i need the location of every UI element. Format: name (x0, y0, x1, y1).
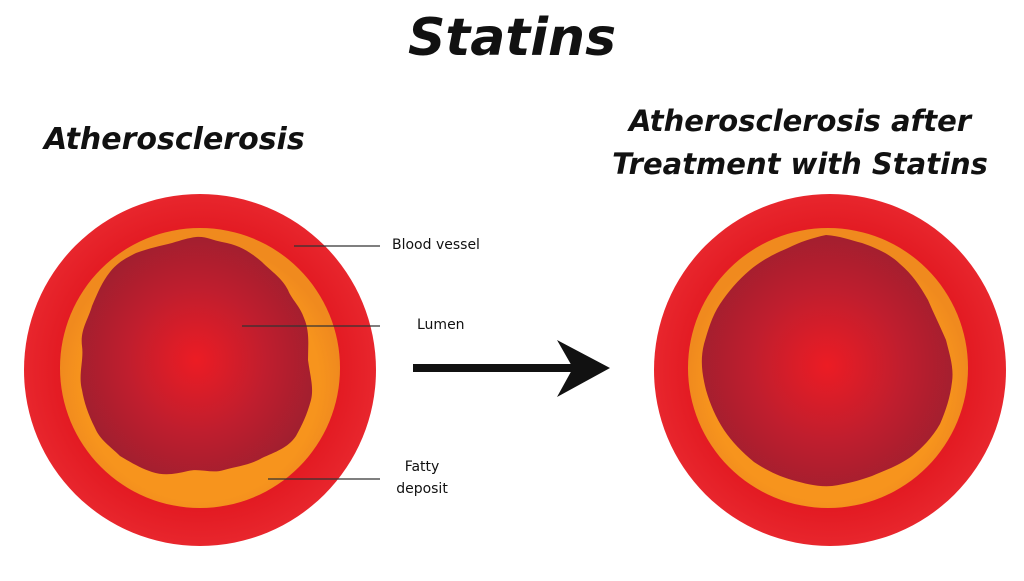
label-fatty-deposit: Fatty deposit (392, 456, 452, 500)
arrow-icon (413, 340, 610, 397)
right-vessel (654, 194, 1006, 546)
page-title: Statins (407, 8, 617, 68)
label-lumen: Lumen (417, 317, 465, 333)
right-heading-line1: Atherosclerosis after (628, 104, 972, 138)
left-lumen (80, 236, 313, 475)
label-fatty-deposit-line2: deposit (396, 481, 448, 497)
right-lumen (701, 235, 953, 487)
label-fatty-deposit-line1: Fatty (404, 459, 440, 475)
label-blood-vessel: Blood vessel (392, 237, 480, 253)
right-heading-line2: Treatment with Statins (612, 147, 988, 181)
left-vessel (24, 194, 376, 546)
left-heading: Atherosclerosis (44, 122, 305, 157)
right-heading: Atherosclerosis after Treatment with Sta… (600, 100, 1000, 186)
